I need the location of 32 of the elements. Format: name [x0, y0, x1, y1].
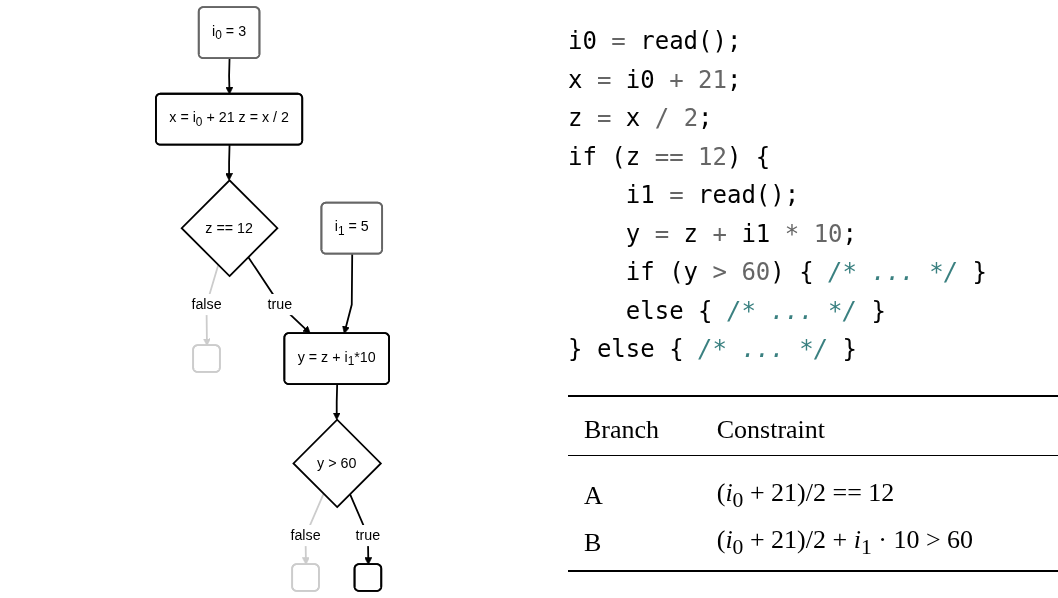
edge-label: false	[191, 293, 222, 316]
constraint-formula: (i$_{0}$ + 21)/2 + i$_{1}$ · 10 > 60	[716, 525, 974, 555]
edge-label: true	[267, 293, 293, 316]
code-line: if (y > 60) { /* ... */ }	[624, 257, 988, 288]
code-line: y = z + i1 * 10;	[624, 218, 859, 250]
process-box: x = i$_{0}$ + 21 z = x / 2	[155, 92, 304, 146]
process-box: y = z + i$_{1}$*10	[283, 332, 390, 385]
code-line: i1 = read();	[624, 180, 801, 211]
arrow	[225, 144, 233, 181]
constraint-formula: (i$_{0}$ + 21)/2 == 12	[716, 478, 895, 507]
code-line: if (z == 12) {	[568, 141, 772, 173]
decision-diamond: y > 60	[292, 418, 383, 509]
code-line: } else { /* ... */ }	[568, 334, 858, 365]
code-line: z = x / 2;	[568, 103, 714, 134]
column-header: Constraint	[716, 415, 826, 444]
empty-box	[192, 344, 221, 373]
arrow	[342, 253, 354, 334]
empty-box	[353, 563, 383, 592]
process-box: i$_{0}$ = 3	[197, 6, 261, 59]
edge-label: true	[355, 524, 381, 547]
code-line: i0 = read();	[568, 26, 743, 57]
decision-diamond: z == 12	[180, 179, 279, 278]
branch-name: B	[584, 527, 602, 557]
arrow	[225, 57, 234, 95]
branch-name: A	[584, 480, 603, 510]
column-header: Branch	[584, 415, 660, 444]
edge-label: false	[290, 524, 321, 547]
arrow	[332, 383, 341, 421]
code-line: x = i0 + 21;	[568, 64, 743, 96]
empty-box	[291, 563, 320, 592]
code-line: else { /* ... */ }	[624, 295, 887, 327]
process-box: i$_{1}$ = 5	[320, 201, 383, 255]
